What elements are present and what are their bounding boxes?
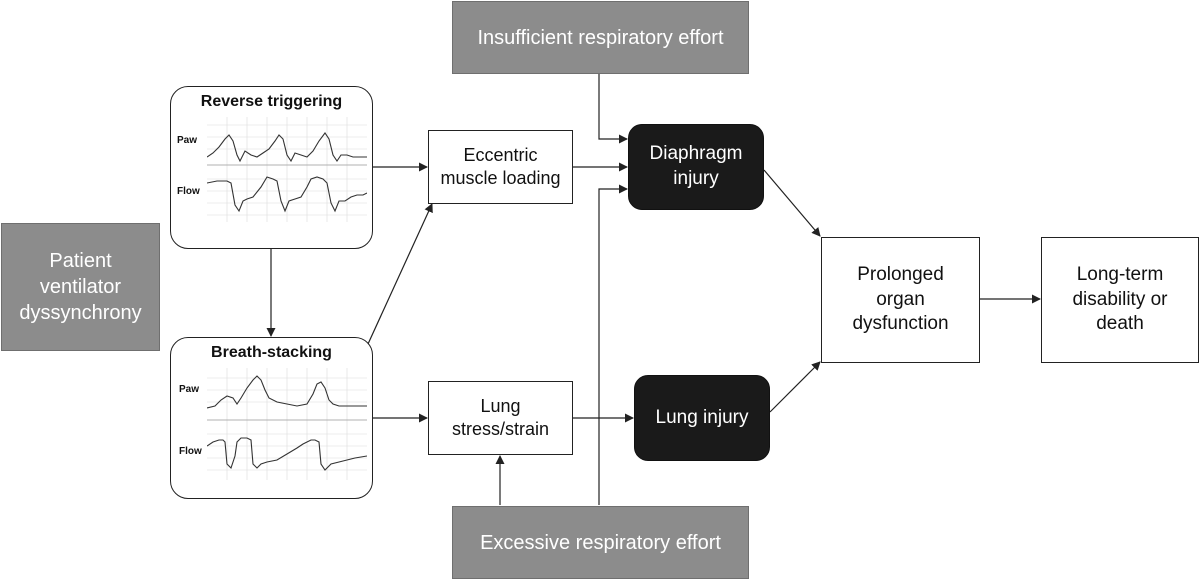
insufficient-effort-box: Insufficient respiratory effort [452, 1, 749, 74]
breath-paw-label: Paw [179, 384, 200, 395]
longterm-outcome-box: Long-term disability or death [1041, 237, 1199, 363]
breath-waveform-graphic [207, 368, 367, 480]
eccentric-loading-label: Eccentric muscle loading [440, 144, 561, 188]
insufficient-effort-label: Insufficient respiratory effort [477, 26, 724, 49]
pvd-label: Patient ventilator dyssynchrony [19, 250, 142, 324]
eccentric-loading-box: Eccentric muscle loading [428, 130, 573, 204]
arrow-excessive-to-diaphragm [598, 184, 628, 505]
breath-flow-label: Flow [179, 446, 202, 457]
reverse-waveform-graphic [207, 117, 367, 222]
lung-injury-label: Lung injury [655, 406, 749, 428]
excessive-effort-label: Excessive respiratory effort [480, 531, 721, 554]
arrow-breath-to-eccentric [367, 203, 433, 345]
reverse-flow-label: Flow [177, 186, 200, 197]
lung-stress-label: Lung stress/strain [451, 395, 550, 439]
arrow-insufficient-to-diaphragm [598, 74, 628, 144]
breath-stacking-title: Breath-stacking [211, 344, 332, 361]
lung-stress-box: Lung stress/strain [428, 381, 573, 455]
diaphragm-injury-label: Diaphragm injury [649, 143, 743, 189]
prolonged-dysfunction-box: Prolonged organ dysfunction [821, 237, 980, 363]
excessive-effort-box: Excessive respiratory effort [452, 506, 749, 579]
prolonged-dysfunction-label: Prolonged organ dysfunction [852, 263, 949, 335]
reverse-triggering-title: Reverse triggering [200, 93, 343, 110]
reverse-paw-label: Paw [177, 135, 198, 146]
arrow-lunginjury-to-prolonged [769, 361, 821, 413]
breath-stacking-panel: Breath-stacking Paw Flow [170, 337, 373, 499]
diaphragm-injury-box: Diaphragm injury [628, 124, 764, 210]
arrow-diaphragm-to-prolonged [763, 169, 821, 237]
longterm-outcome-label: Long-term disability or death [1072, 263, 1168, 335]
pvd-box: Patient ventilator dyssynchrony [1, 223, 160, 351]
lung-injury-box: Lung injury [634, 375, 770, 461]
reverse-triggering-panel: Reverse triggering Paw Flow [170, 86, 373, 249]
